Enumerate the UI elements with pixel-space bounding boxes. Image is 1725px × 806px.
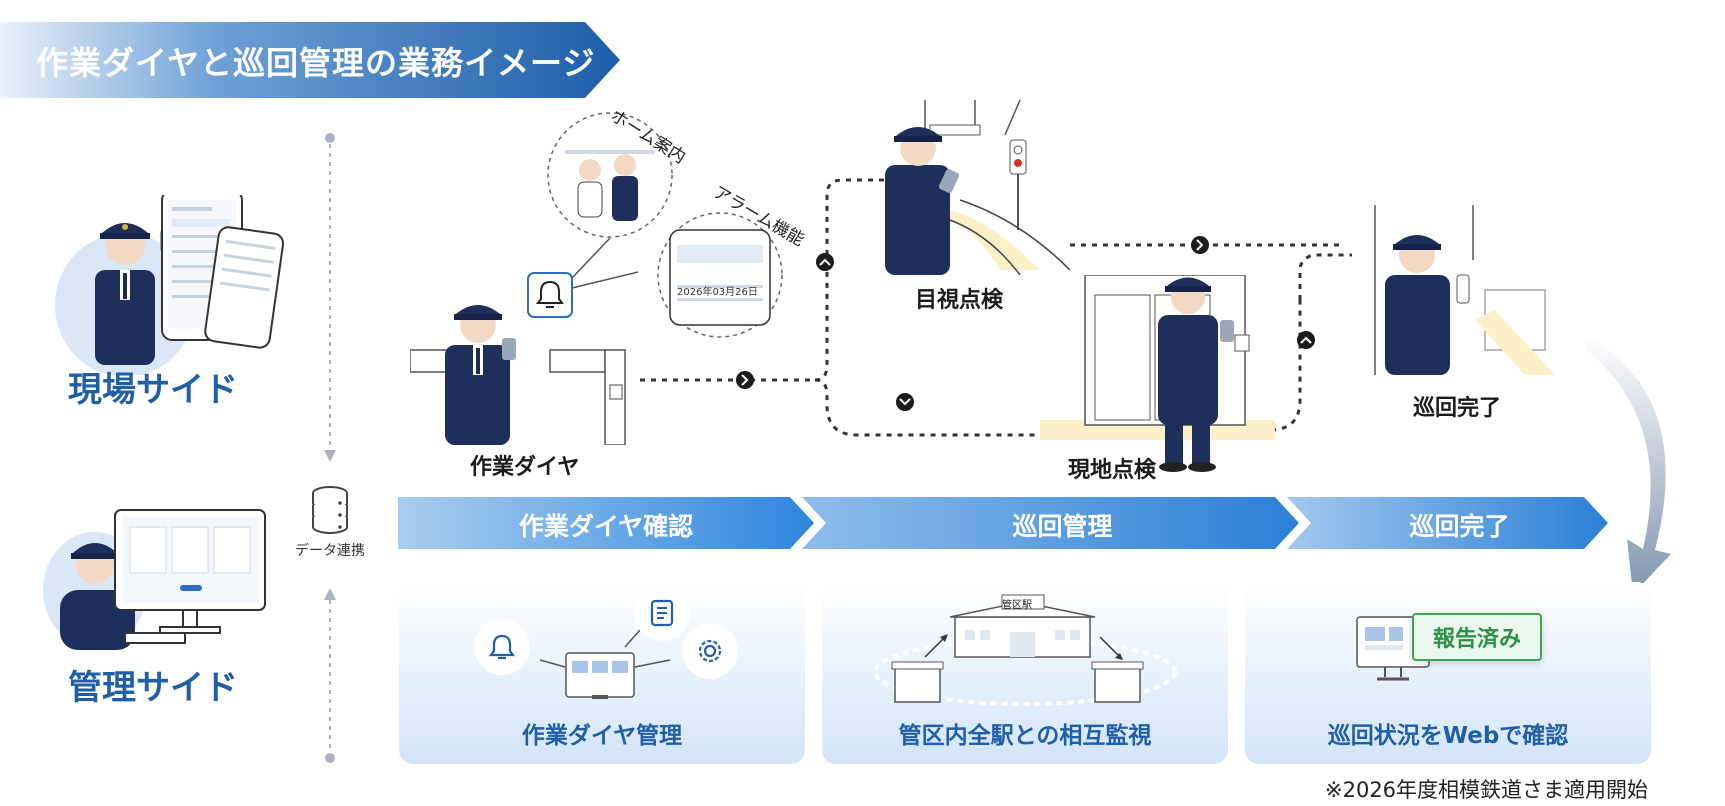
patrol-route xyxy=(640,178,1352,437)
work-diagram-label: 作業ダイヤ xyxy=(470,455,580,480)
station-sign: 管区駅 xyxy=(1002,600,1032,611)
gear-icon xyxy=(698,639,722,663)
data-link-label: データ連携 xyxy=(295,543,365,559)
field-staff-illustration xyxy=(55,195,285,375)
page-title: 作業ダイヤと巡回管理の業務イメージ xyxy=(36,44,596,82)
field-side-label: 現場サイド xyxy=(68,370,238,410)
phase-arrow xyxy=(802,497,1299,549)
patrol-complete-scene xyxy=(1374,205,1555,375)
phase-label: 巡回完了 xyxy=(1409,512,1510,541)
database-icon xyxy=(312,486,348,534)
phase-bar xyxy=(398,497,1608,549)
home-guide-bubble xyxy=(547,112,673,238)
alarm-bell-icon xyxy=(527,272,573,318)
panel-label: 巡回状況をWebで確認 xyxy=(1327,723,1569,749)
web-monitor-icon xyxy=(1356,616,1430,681)
phase-arrow xyxy=(398,497,814,549)
admin-side-label: 管理サイド xyxy=(68,668,238,708)
phone-date: 2026年03月26日 xyxy=(677,287,758,298)
station-network-illustration xyxy=(873,594,1177,706)
bubble-connectors xyxy=(571,237,639,289)
panel-label: 作業ダイヤ管理 xyxy=(521,723,683,749)
title-banner xyxy=(0,22,620,98)
to-web-arrow xyxy=(1585,335,1671,594)
document-icon xyxy=(650,599,674,627)
panel-label: 管区内全駅との相互監視 xyxy=(898,723,1152,749)
footnote: ※2026年度相模鉄道さま適用開始 xyxy=(1325,778,1649,802)
side-divider xyxy=(324,133,336,763)
web-status-panel xyxy=(1245,582,1651,764)
patrol-complete-label: 巡回完了 xyxy=(1413,396,1502,421)
alarm-bubble xyxy=(657,212,783,338)
visual-inspection-label: 目視点検 xyxy=(915,288,1004,313)
phase-label: 作業ダイヤ確認 xyxy=(518,512,694,541)
onsite-inspection-scene xyxy=(1040,275,1275,472)
reported-badge: 報告済み xyxy=(1412,613,1542,661)
work-diagram-scene xyxy=(410,305,626,445)
route-marker xyxy=(736,236,1315,411)
phase-arrow xyxy=(1287,497,1608,549)
phase-label: 巡回管理 xyxy=(1012,512,1113,541)
alarm-bell-icon xyxy=(488,634,516,660)
visual-inspection-scene xyxy=(885,100,1070,275)
admin-staff-illustration xyxy=(43,509,266,650)
onsite-inspection-label: 現地点検 xyxy=(1068,458,1157,483)
